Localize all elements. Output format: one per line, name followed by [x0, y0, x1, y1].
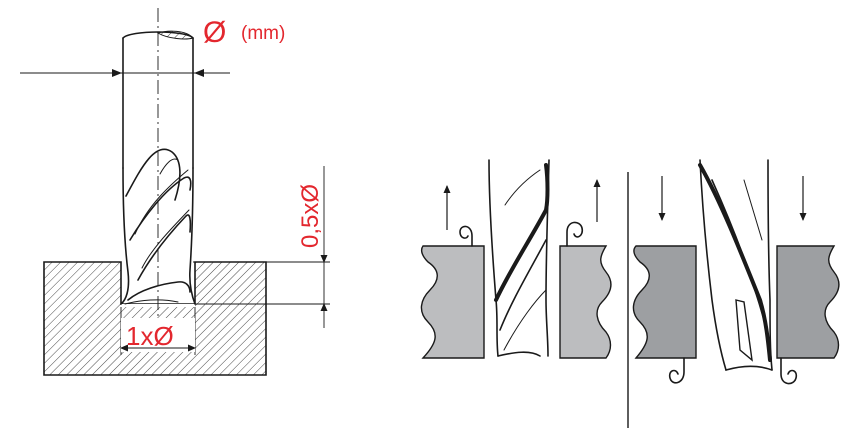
- diameter-unit: (mm): [241, 23, 285, 44]
- chip-flow-figure: [420, 159, 840, 428]
- depth-dimension: [193, 166, 330, 328]
- width-label: 1xØ: [126, 321, 174, 351]
- downcut-tool: [698, 159, 773, 371]
- downcut-panel: [632, 159, 840, 385]
- width-dimension: [120, 307, 196, 355]
- upcut-tool: [488, 159, 550, 357]
- right-wall-downcut: [776, 245, 840, 359]
- upcut-panel: [420, 159, 612, 359]
- left-wall-downcut: [632, 245, 697, 359]
- diameter-symbol: Ø: [203, 16, 226, 49]
- tool-flutes: [120, 148, 196, 305]
- left-wall-upcut: [420, 245, 485, 359]
- depth-label: 0,5xØ: [297, 184, 324, 248]
- right-wall-upcut: [559, 245, 612, 359]
- end-mill-figure: Ø (mm) 0,5xØ 1xØ: [20, 8, 330, 376]
